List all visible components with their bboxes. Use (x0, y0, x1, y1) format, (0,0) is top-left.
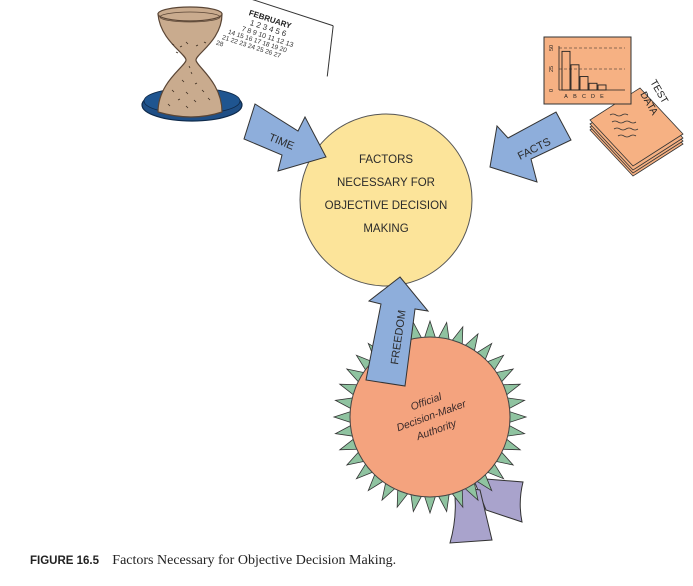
center-label-line: OBJECTIVE DECISION (325, 200, 448, 212)
mini-chart-x-label: C (582, 94, 586, 100)
authority-seal: Official Decision-Maker Authority (332, 319, 528, 544)
figure-title: Factors Necessary for Objective Decision… (112, 553, 397, 568)
chart-y-tick: 0 (549, 89, 555, 92)
center-label-line: MAKING (363, 223, 408, 235)
calendar-icon: FEBRUARY 1 2 3 4 5 6 7 8 9 10 11 12 13 1… (213, 0, 335, 84)
center-label-line: FACTORS (359, 154, 413, 166)
center-label-line: NECESSARY FOR (337, 177, 435, 189)
central-factors-circle: FACTORS NECESSARY FOR OBJECTIVE DECISION… (299, 113, 473, 287)
mini-chart-x-label: B (573, 94, 577, 100)
freedom-arrow: FREEDOM (365, 276, 430, 387)
time-arrow: TIME (243, 103, 327, 172)
mini-chart-x-label: D (591, 94, 595, 100)
mini-chart-bar (561, 50, 571, 91)
mini-chart-x-label: A (564, 94, 568, 100)
figure-caption: FIGURE 16.5 Factors Necessary for Object… (30, 552, 396, 569)
chart-y-tick: 50 (549, 45, 555, 51)
mini-chart-bar (579, 76, 589, 91)
mini-chart-x-label: E (600, 94, 604, 100)
test-data-papers-icon: TEST DATA (589, 78, 684, 177)
hourglass-icon (141, 6, 243, 122)
figure-number: FIGURE 16.5 (30, 555, 100, 567)
seal-ribbon (472, 477, 524, 523)
mini-chart-bar (570, 64, 580, 91)
mini-chart-bar (597, 84, 607, 91)
calendar-row: 28 (215, 40, 224, 49)
chart-y-tick: 25 (549, 66, 555, 72)
mini-chart-bar (588, 82, 598, 91)
facts-arrow: FACTS (489, 111, 572, 183)
